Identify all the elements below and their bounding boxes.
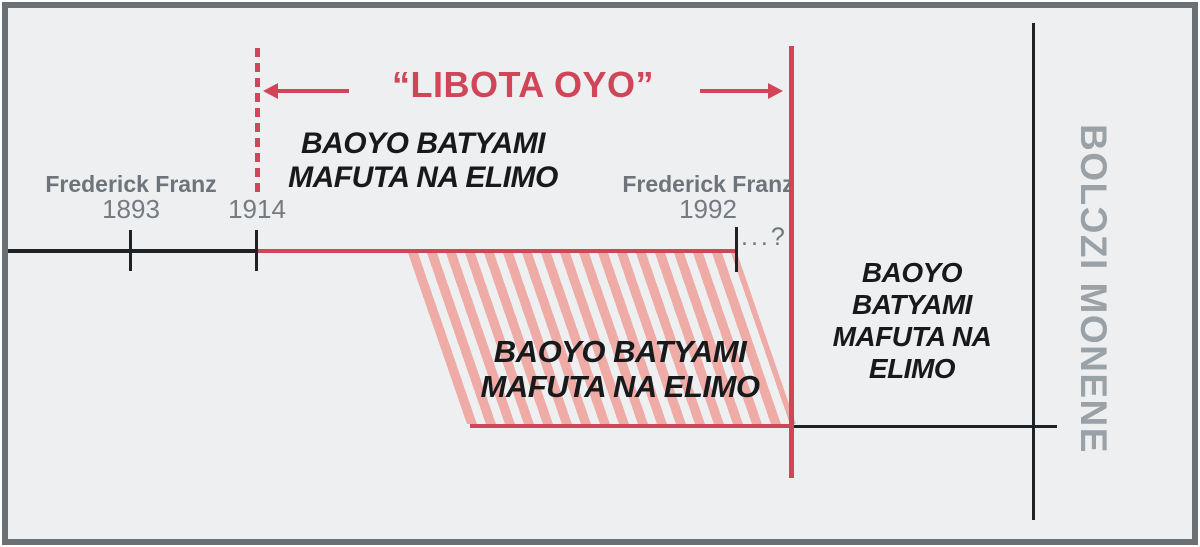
right-person-year: 1992: [679, 194, 737, 224]
tick-1914: [255, 230, 258, 271]
anointed-right-line4: ELIMO: [868, 353, 956, 384]
tick-1992-end: [735, 227, 738, 272]
left-arrow-shaft: [277, 89, 349, 93]
anointed-right-line1: BAOYO: [861, 257, 963, 288]
dashed-1914-line: [255, 48, 260, 192]
anointed-overlap-line2: MAFUTA NA ELIMO: [480, 369, 760, 404]
tribulation-start-line: [789, 46, 794, 478]
tick-1893: [129, 230, 132, 271]
anointed-top-line2: MAFUTA NA ELIMO: [288, 161, 558, 194]
anointed-top-line1: BAOYO BATYAMI: [300, 127, 546, 160]
anointed-right-line3: MAFUTA NA: [832, 321, 992, 352]
tribulation-axis-line: [1032, 23, 1035, 520]
timeline-black-segment: [8, 249, 257, 253]
anointed-label-overlap: BAOYO BATYAMI MAFUTA NA ELIMO: [455, 334, 785, 404]
timeline-red-segment: [256, 249, 737, 253]
anointed-label-right: BAOYO BATYAMI MAFUTA NA ELIMO: [812, 257, 1012, 385]
tribulation-label: BOLƆZI MONENE: [1073, 124, 1114, 454]
anointed-right-line2: BATYAMI: [852, 289, 972, 320]
right-arrow-shaft: [700, 89, 768, 93]
left-person-name: Frederick Franz: [45, 171, 217, 197]
left-arrow-icon: [263, 83, 278, 99]
unknown-end-label: ...?: [741, 223, 788, 251]
left-person-year: 1893: [102, 194, 160, 224]
generation-title: “LIBOTA OYO”: [392, 64, 654, 105]
second-timeline-black-segment: [794, 425, 1057, 428]
right-arrow-icon: [768, 83, 783, 99]
second-timeline-red-segment: [470, 424, 794, 428]
anointed-label-top: BAOYO BATYAMI MAFUTA NA ELIMO: [283, 127, 563, 195]
anointed-overlap-line1: BAOYO BATYAMI: [493, 334, 747, 369]
right-person-name: Frederick Franz: [622, 171, 794, 197]
start-year-1914: 1914: [228, 194, 286, 224]
